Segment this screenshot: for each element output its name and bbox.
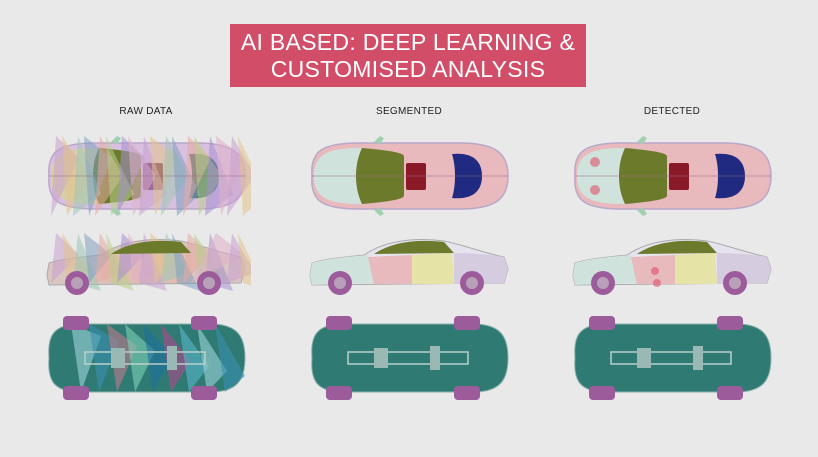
detection-marker: [653, 279, 661, 287]
headline-line-2: CUSTOMISED ANALYSIS: [270, 55, 546, 82]
wheel: [717, 386, 743, 400]
wheel: [326, 386, 352, 400]
headline-line-1: AI BASED: DEEP LEARNING &: [240, 28, 576, 55]
wheel: [589, 316, 615, 330]
wheel: [326, 316, 352, 330]
column-detected: DETECTED: [567, 104, 777, 400]
wheel: [589, 386, 615, 400]
headline-banner: AI BASED: DEEP LEARNING & CUSTOMISED ANA…: [230, 24, 586, 87]
car-top-view: [48, 136, 251, 216]
car-underbody-view: [574, 316, 772, 400]
car-side-view: [46, 233, 251, 295]
column-label: SEGMENTED: [375, 106, 443, 117]
wheel: [191, 386, 217, 400]
wheel: [63, 386, 89, 400]
wheel: [717, 316, 743, 330]
wheel: [454, 386, 480, 400]
wheel: [63, 316, 89, 330]
column-raw-data: RAW DATA: [41, 104, 251, 400]
car-side-view: [572, 239, 772, 295]
car-side-view: [309, 239, 509, 295]
detection-marker: [590, 185, 600, 195]
wheel: [454, 316, 480, 330]
car-top-view: [311, 136, 509, 216]
wheel: [191, 316, 217, 330]
detection-marker: [651, 267, 659, 275]
column-segmented: SEGMENTED: [304, 104, 514, 400]
car-underbody-view: [311, 316, 509, 400]
column-label: DETECTED: [643, 106, 701, 117]
column-label: RAW DATA: [119, 106, 173, 117]
car-top-view: [574, 136, 772, 216]
detection-marker: [590, 157, 600, 167]
car-underbody-view: [48, 316, 246, 400]
